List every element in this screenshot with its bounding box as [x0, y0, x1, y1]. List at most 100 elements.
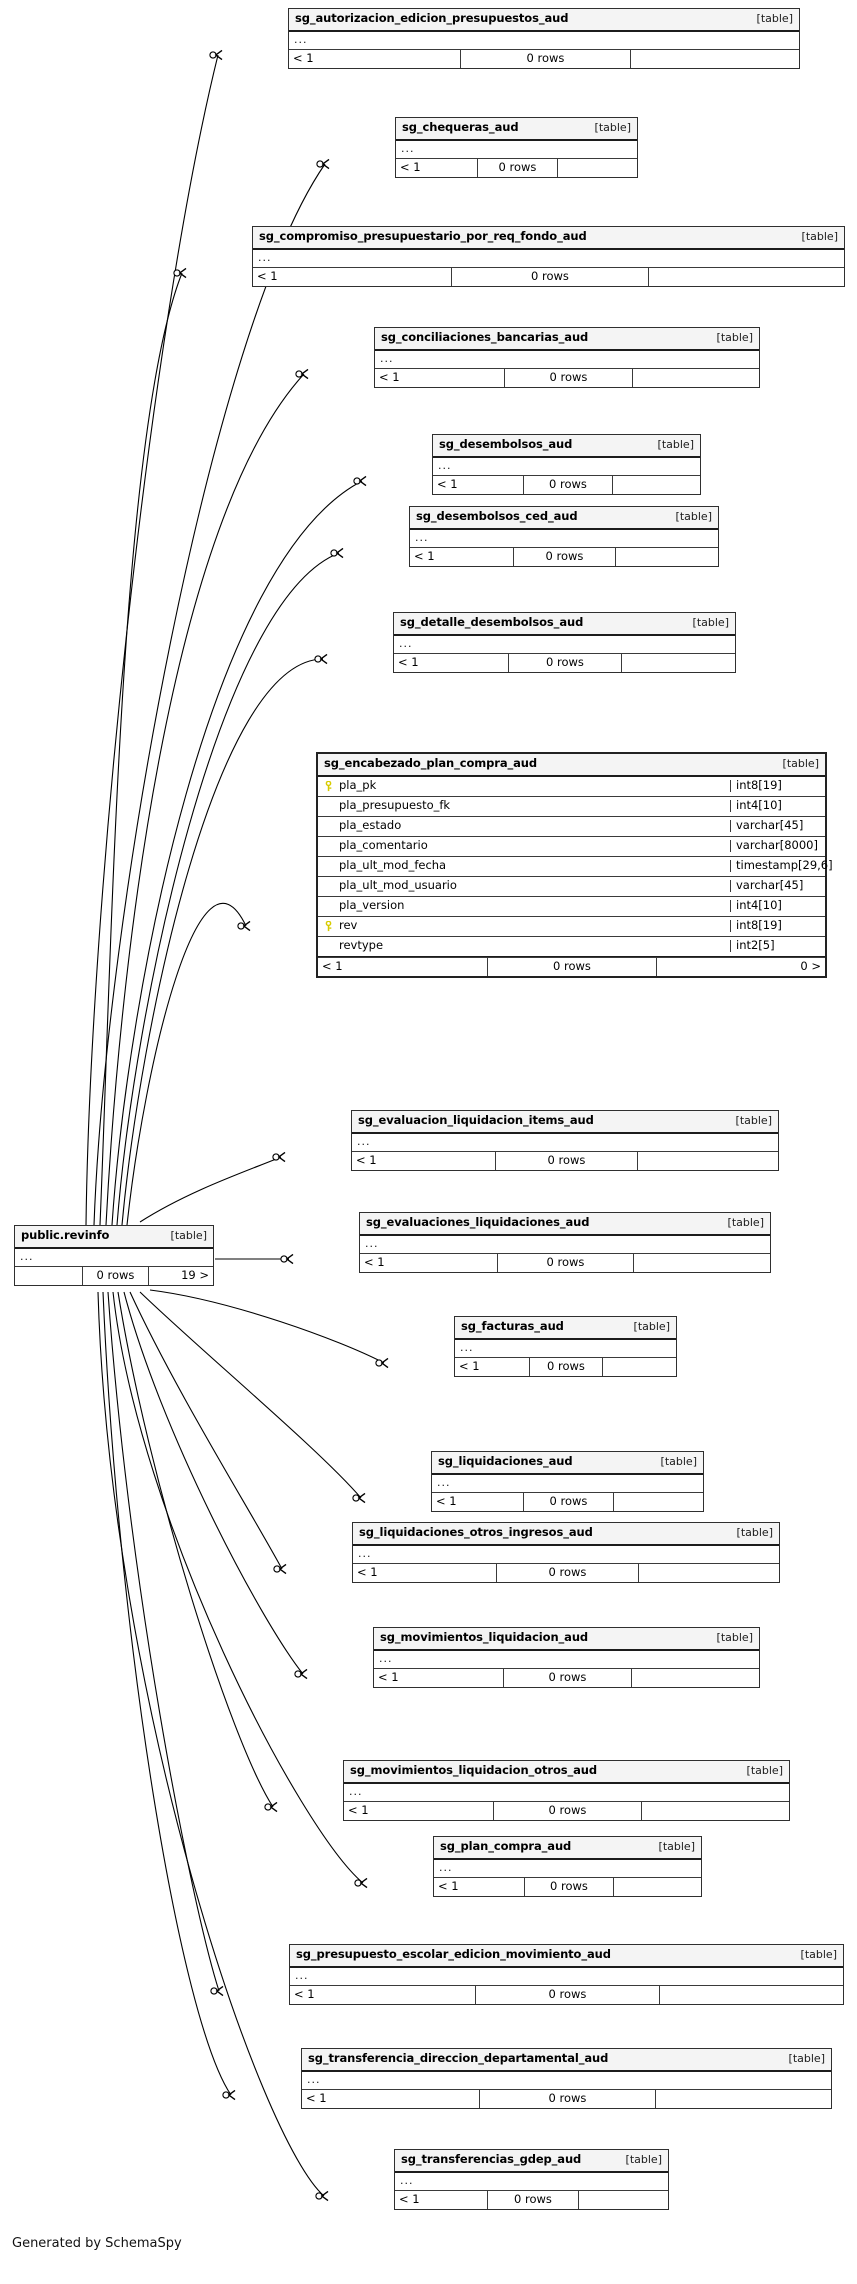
table-header-detalle_desembolsos[interactable]: sg_detalle_desembolsos_aud[table]: [394, 613, 735, 636]
table-header-liquidaciones_otros_ingresos[interactable]: sg_liquidaciones_otros_ingresos_aud[tabl…: [353, 1523, 779, 1546]
collapsed-columns-ellipsis[interactable]: ...: [295, 1969, 309, 1982]
column-name: pla_comentario: [339, 840, 428, 852]
edge-revinfo-to-presupuesto_escolar_edicion_movimiento: [107, 1291, 224, 1997]
collapsed-columns-ellipsis[interactable]: ...: [357, 1135, 371, 1148]
table-body-liquidaciones_otros_ingresos: ...: [353, 1546, 779, 1564]
primary-key-icon: [325, 920, 332, 931]
table-type-tag: [table]: [756, 12, 793, 26]
collapsed-columns-ellipsis[interactable]: ...: [358, 1547, 372, 1560]
collapsed-columns-ellipsis[interactable]: ...: [460, 1341, 474, 1354]
table-header-movimientos_liquidacion[interactable]: sg_movimientos_liquidacion_aud[table]: [374, 1628, 759, 1651]
table-header-encabezado_plan_compra[interactable]: sg_encabezado_plan_compra_aud[table]: [318, 754, 825, 777]
edge-revinfo-to-evaluacion_liquidacion_items: [139, 1151, 286, 1223]
table-node-presupuesto_escolar_edicion_movimiento[interactable]: sg_presupuesto_escolar_edicion_movimient…: [289, 1944, 844, 2005]
collapsed-columns-ellipsis[interactable]: ...: [400, 2174, 414, 2187]
table-node-compromiso_presupuestario_por_req_fondo[interactable]: sg_compromiso_presupuestario_por_req_fon…: [252, 226, 845, 287]
table-header-compromiso_presupuestario_por_req_fondo[interactable]: sg_compromiso_presupuestario_por_req_fon…: [253, 227, 844, 250]
edge-revinfo-to-facturas: [149, 1289, 389, 1369]
collapsed-columns-ellipsis[interactable]: ...: [365, 1237, 379, 1250]
table-header-autorizacion_edicion_presupuestos[interactable]: sg_autorizacion_edicion_presupuestos_aud…: [289, 9, 799, 32]
footer-mid-cell: 0 rows: [477, 158, 558, 177]
table-header-facturas[interactable]: sg_facturas_aud[table]: [455, 1317, 676, 1340]
collapsed-columns-ellipsis[interactable]: ...: [258, 251, 272, 264]
collapsed-columns-ellipsis[interactable]: ...: [401, 142, 415, 155]
table-node-evaluacion_liquidacion_items[interactable]: sg_evaluacion_liquidacion_items_aud[tabl…: [351, 1110, 779, 1171]
collapsed-columns-ellipsis[interactable]: ...: [438, 459, 452, 472]
table-title: sg_desembolsos_ced_aud: [416, 509, 578, 523]
table-column-row[interactable]: pla_presupuesto_fk int4[10]: [318, 797, 825, 817]
column-name-cell: pla_pk: [318, 780, 730, 792]
table-node-liquidaciones_otros_ingresos[interactable]: sg_liquidaciones_otros_ingresos_aud[tabl…: [352, 1522, 780, 1583]
table-header-presupuesto_escolar_edicion_movimiento[interactable]: sg_presupuesto_escolar_edicion_movimient…: [290, 1945, 843, 1968]
table-node-movimientos_liquidacion[interactable]: sg_movimientos_liquidacion_aud[table]...…: [373, 1627, 760, 1688]
table-node-conciliaciones_bancarias[interactable]: sg_conciliaciones_bancarias_aud[table]..…: [374, 327, 760, 388]
table-node-transferencia_direccion_departamental[interactable]: sg_transferencia_direccion_departamental…: [301, 2048, 832, 2109]
footer-right-cell: [649, 268, 844, 286]
collapsed-columns-ellipsis[interactable]: ...: [439, 1861, 453, 1874]
table-header-transferencia_direccion_departamental[interactable]: sg_transferencia_direccion_departamental…: [302, 2049, 831, 2072]
table-header-conciliaciones_bancarias[interactable]: sg_conciliaciones_bancarias_aud[table]: [375, 328, 759, 351]
table-node-movimientos_liquidacion_otros[interactable]: sg_movimientos_liquidacion_otros_aud[tab…: [343, 1760, 790, 1821]
collapsed-columns-ellipsis[interactable]: ...: [380, 352, 394, 365]
table-node-encabezado_plan_compra[interactable]: sg_encabezado_plan_compra_aud[table]pla_…: [316, 752, 833, 978]
table-body-conciliaciones_bancarias: ...: [375, 351, 759, 369]
table-body-chequeras: ...: [396, 141, 637, 159]
column-name-cell: pla_estado: [318, 820, 730, 832]
table-node-evaluaciones_liquidaciones[interactable]: sg_evaluaciones_liquidaciones_aud[table]…: [359, 1212, 771, 1273]
table-type-tag: [table]: [746, 1764, 783, 1778]
table-header-revinfo[interactable]: public.revinfo[table]: [15, 1226, 213, 1249]
table-header-evaluacion_liquidacion_items[interactable]: sg_evaluacion_liquidacion_items_aud[tabl…: [352, 1111, 778, 1134]
collapsed-columns-ellipsis[interactable]: ...: [415, 531, 429, 544]
column-type: int8[19]: [730, 780, 825, 792]
collapsed-columns-ellipsis[interactable]: ...: [349, 1785, 363, 1798]
table-header-plan_compra[interactable]: sg_plan_compra_aud[table]: [434, 1837, 701, 1860]
table-title: sg_plan_compra_aud: [440, 1839, 572, 1853]
collapsed-columns-ellipsis[interactable]: ...: [399, 637, 413, 650]
column-name: pla_presupuesto_fk: [339, 800, 451, 812]
collapsed-columns-ellipsis[interactable]: ...: [294, 33, 308, 46]
table-header-transferencias_gdep[interactable]: sg_transferencias_gdep_aud[table]: [395, 2150, 668, 2173]
table-title: sg_liquidaciones_aud: [438, 1454, 573, 1468]
collapsed-columns-ellipsis[interactable]: ...: [379, 1652, 393, 1665]
footer-mid-cell: 0 rows: [495, 1151, 638, 1170]
table-header-chequeras[interactable]: sg_chequeras_aud[table]: [396, 118, 637, 141]
table-header-movimientos_liquidacion_otros[interactable]: sg_movimientos_liquidacion_otros_aud[tab…: [344, 1761, 789, 1784]
table-header-desembolsos[interactable]: sg_desembolsos_aud[table]: [433, 435, 700, 458]
table-header-desembolsos_ced[interactable]: sg_desembolsos_ced_aud[table]: [410, 507, 718, 530]
collapsed-columns-ellipsis[interactable]: ...: [20, 1250, 34, 1263]
table-title: public.revinfo: [21, 1228, 110, 1242]
table-node-autorizacion_edicion_presupuestos[interactable]: sg_autorizacion_edicion_presupuestos_aud…: [288, 8, 800, 69]
footer-right-cell: [656, 2090, 831, 2108]
table-header-liquidaciones[interactable]: sg_liquidaciones_aud[table]: [432, 1452, 703, 1475]
collapsed-columns-ellipsis[interactable]: ...: [307, 2073, 321, 2086]
footer-left-cell: < 1: [399, 2191, 420, 2206]
collapsed-columns-ellipsis[interactable]: ...: [437, 1476, 451, 1489]
column-type: int4[10]: [730, 800, 825, 812]
table-header-evaluaciones_liquidaciones[interactable]: sg_evaluaciones_liquidaciones_aud[table]: [360, 1213, 770, 1236]
table-type-tag: [table]: [801, 230, 838, 244]
column-type: varchar[45]: [730, 880, 825, 892]
